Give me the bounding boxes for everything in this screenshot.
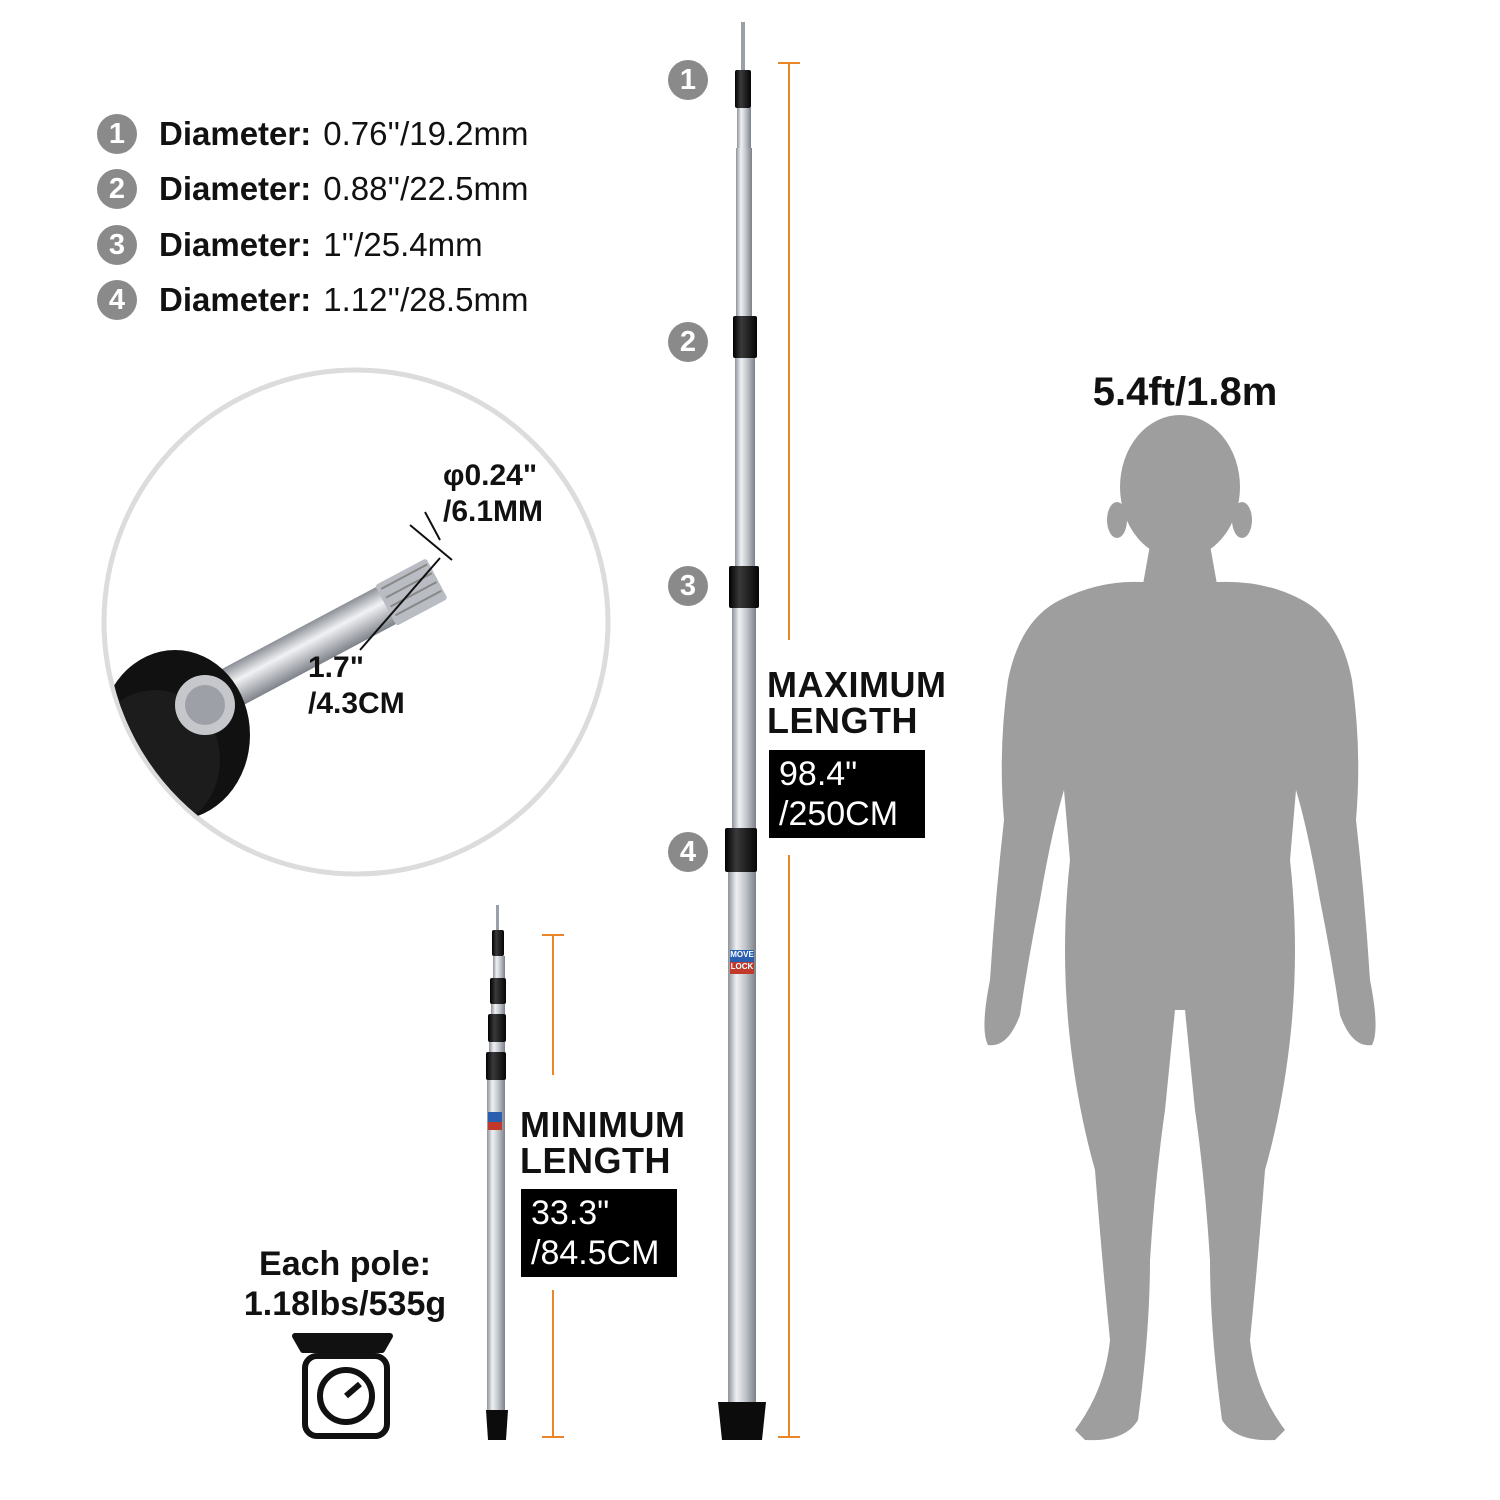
pole-marker-2: 2 [668,322,708,362]
spec-row: 4 Diameter: 1.12''/28.5mm [97,280,528,320]
lock-label-text: MOVE LOCK [726,949,758,973]
spec-value: 1''/25.4mm [323,226,483,263]
max-length-dimension [778,62,800,1438]
spec-label: Diameter: [159,226,312,263]
weight-line1: Each pole: [259,1245,431,1283]
tip-diameter-indicator [409,511,453,561]
human-silhouette [984,415,1376,1441]
tip-diameter-line2: /6.1MM [443,495,544,528]
number-badge: 3 [97,225,137,265]
max-length-title-line1: MAXIMUM [767,664,947,705]
weight-label: Each pole: 1.18lbs/535g [220,1244,470,1324]
max-length-title: MAXIMUM LENGTH [767,667,946,739]
min-length-value-line2: /84.5CM [531,1234,660,1272]
spec-value: 1.12''/28.5mm [323,281,529,318]
lock-label-line2: LOCK [730,962,754,971]
spec-label: Diameter: [159,170,312,207]
spec-value: 0.76''/19.2mm [323,115,529,152]
tip-length-line1: 1.7" [308,651,364,684]
number-badge: 4 [97,280,137,320]
number-badge: 1 [97,114,137,154]
spec-row: 2 Diameter: 0.88''/22.5mm [97,169,528,209]
max-length-title-line2: LENGTH [767,700,918,741]
human-height-label: 5.4ft/1.8m [1092,370,1278,414]
min-length-dimension [542,934,564,1438]
max-length-value-line2: /250CM [779,795,899,833]
pole-marker-4: 4 [668,832,708,872]
tip-length-label: 1.7" /4.3CM [308,650,405,722]
spec-label: Diameter: [159,281,312,318]
pole-marker-1: 1 [668,60,708,100]
min-length-title: MINIMUM LENGTH [520,1107,685,1179]
lock-label-line1: MOVE [730,950,754,959]
pole-foot [718,1402,766,1440]
spec-label: Diameter: [159,115,312,152]
extended-pole [718,22,766,1440]
tip-length-indicator [229,557,441,739]
tip-diameter-label: φ0.24" /6.1MM [443,458,543,530]
spec-row: 1 Diameter: 0.76''/19.2mm [97,114,528,154]
min-length-value: 33.3" /84.5CM [521,1189,677,1277]
scale-icon [292,1333,393,1439]
tip-diameter-line1: φ0.24" [443,459,538,492]
max-length-value-line1: 98.4" [779,755,858,793]
max-length-value: 98.4" /250CM [769,750,925,838]
min-length-title-line2: LENGTH [520,1140,671,1181]
collapsed-pole [486,905,508,1440]
tip-length-line2: /4.3CM [308,687,405,720]
weight-line2: 1.18lbs/535g [243,1285,447,1323]
min-length-title-line1: MINIMUM [520,1104,686,1145]
pole-marker-3: 3 [668,566,708,606]
spec-row: 3 Diameter: 1''/25.4mm [97,225,483,265]
number-badge: 2 [97,169,137,209]
detail-zoom-circle [101,367,611,877]
spec-value: 0.88''/22.5mm [323,170,529,207]
min-length-value-line1: 33.3" [531,1194,610,1232]
